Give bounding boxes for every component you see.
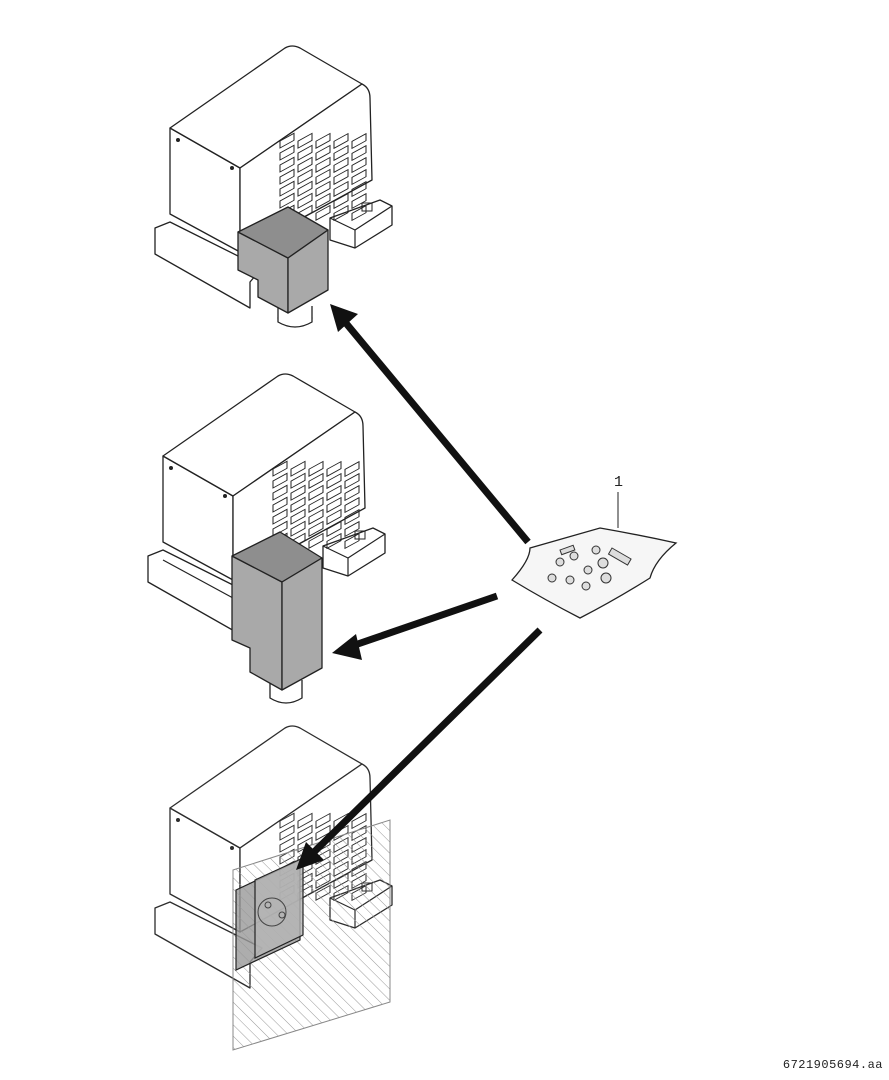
outdoor-unit-bottom xyxy=(154,725,393,1051)
outdoor-unit-middle xyxy=(147,373,386,704)
arrow-to-bottom-unit xyxy=(296,627,543,870)
accessory-box-tall xyxy=(231,531,323,691)
wall-bracket xyxy=(235,857,304,971)
arrow-to-middle-unit xyxy=(332,592,499,660)
accessory-box-small xyxy=(237,206,329,314)
document-code: 6721905694.aa xyxy=(782,1058,883,1072)
callout-1-label: 1 xyxy=(614,474,623,491)
arrow-to-top-unit xyxy=(330,304,531,545)
fastener-bag: 1 xyxy=(510,474,678,619)
outdoor-unit-top xyxy=(154,45,393,328)
